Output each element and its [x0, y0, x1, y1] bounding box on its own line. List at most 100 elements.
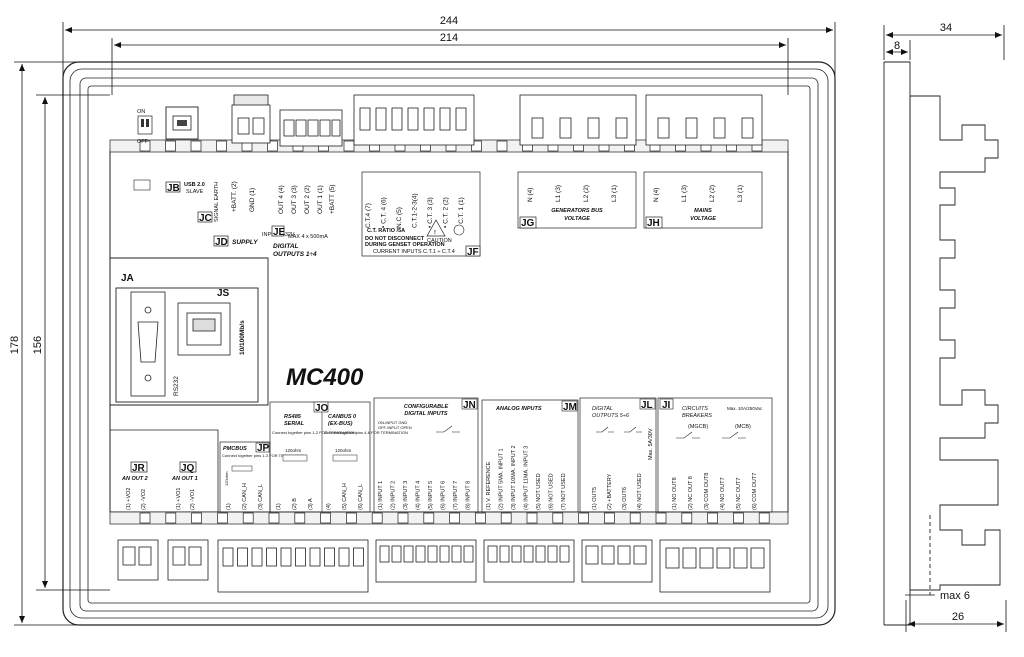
ji-title-2: BREAKERS — [682, 413, 712, 419]
block-je: OUT 4 (4) OUT 3 (3) OUT 2 (2) OUT 1 (1) … — [271, 184, 336, 258]
ct-terminal-label: • C.T. 4 (6) — [381, 197, 388, 228]
je-title: DIGITAL — [273, 243, 299, 250]
jn-terminal-label: (1) INPUT 1 — [378, 481, 384, 510]
ct-terminal-label: • C.T. 3 (3) — [427, 197, 434, 228]
header-pin — [216, 140, 227, 152]
ct-terminal-label: • C.T. 1 (1) — [458, 197, 465, 228]
jn-note-1: ON-INPUT GND — [378, 420, 407, 425]
label-jf: JF — [467, 247, 479, 258]
label-jc: JC — [199, 213, 212, 224]
bottom-pin — [716, 547, 731, 569]
jr-term-1: (1) +VO2 — [126, 488, 132, 510]
header-pin — [165, 512, 177, 524]
ct-terminal-label: N.C (5) — [396, 207, 403, 228]
label-ja: JA — [121, 273, 134, 284]
dim-overall-height: 178 — [9, 336, 21, 354]
usb-port — [165, 106, 199, 140]
mains-pin — [657, 117, 670, 139]
dip-off-label: OFF — [137, 139, 149, 145]
ji-mcb: (MCB) — [735, 424, 751, 430]
jn-title-1: CONFIGURABLE — [404, 404, 449, 410]
dimension-lines — [14, 22, 1007, 632]
jo-right-title-1: CANBUS 0 — [328, 414, 356, 420]
power-term-1: +BATT. (2) — [231, 181, 238, 212]
ct-terminal-label: • C.T. 2 (2) — [443, 197, 450, 228]
ji-rating: Max. 10A/250Vac — [727, 406, 763, 411]
je-out-5: +BATT (5) — [329, 184, 336, 214]
je-out-1: OUT 4 (4) — [278, 185, 285, 214]
front-bezel — [62, 61, 836, 626]
gen-terminal-label: L3 (1) — [611, 185, 618, 202]
bottom-pin — [391, 545, 402, 563]
header-pin — [346, 512, 357, 524]
mains-pin — [685, 117, 698, 139]
bottom-pin — [415, 545, 426, 563]
bottom-pin — [733, 547, 748, 569]
jo-right-note: Connect together pins 4-6 FOR TERMINATIO… — [324, 430, 408, 435]
block-jp: PMCBUS JP Connect together pins 1-3 FOR … — [219, 441, 306, 513]
ct-pin — [359, 107, 371, 131]
header-pin — [267, 140, 278, 152]
jo-right-term-2: (5) CAN_H — [342, 483, 348, 510]
jm-terminal-label: (5) NOT USED — [536, 473, 542, 510]
block-jq: JQ AN OUT 1 (1) +VO1 (2) -VO1 — [171, 461, 198, 510]
je-out-3: OUT 2 (2) — [304, 185, 311, 214]
header-pin — [242, 512, 254, 524]
mains-terminal-label: N (4) — [653, 188, 660, 202]
jh-label-1: MAINS — [694, 208, 712, 214]
header-pin — [629, 512, 641, 524]
jb-slave: SLAVE — [186, 189, 204, 195]
header-pin — [526, 512, 538, 524]
block-jr: JR AN OUT 2 (1) +VO2 (2) -VO2 — [121, 461, 148, 510]
label-jh: JH — [647, 218, 660, 229]
header-pin — [471, 140, 482, 152]
bottom-pin — [547, 545, 558, 563]
bottom-pin — [463, 545, 474, 563]
ethernet-port — [177, 302, 231, 356]
jl-terminal-label: (2) +BATTERY — [607, 473, 613, 510]
ct-pin — [455, 107, 467, 131]
header-pin — [681, 512, 693, 524]
jp-term-3: (3) CAN_L — [258, 484, 264, 510]
gen-bus-connector — [519, 94, 637, 146]
bottom-pin — [309, 547, 321, 567]
jb-usb: USB 2.0 — [184, 182, 205, 188]
dim-inner-height: 156 — [32, 336, 44, 354]
ji-mgcb: (MGCB) — [688, 424, 708, 430]
bottom-pin — [353, 547, 364, 567]
je-out-4: OUT 1 (1) — [317, 185, 324, 214]
bottom-pin — [499, 545, 510, 563]
gen-terminal-label: L1 (3) — [555, 185, 562, 202]
jn-terminal-label: (3) INPUT 3 — [403, 481, 409, 510]
jl-terminal-label: (3) OUT6 — [622, 487, 628, 510]
bottom-pin-header — [109, 511, 789, 525]
jm-terminal-label: (7) NOT USED — [561, 473, 567, 510]
mains-terminal-label: L1 (3) — [681, 185, 688, 202]
jn-note-2: OFF-INPUT OPEN — [378, 425, 412, 430]
header-pin — [343, 140, 355, 152]
jl-terminal-label: (1) OUT5 — [592, 487, 598, 510]
label-jp: JP — [257, 443, 270, 454]
jo-left-resistor: 120ohm — [285, 448, 302, 453]
bottom-left-region — [110, 429, 219, 512]
jo-left-term-2: (2) B — [292, 498, 298, 510]
jo-left-term-3: (3) A — [308, 498, 314, 510]
ji-terminal-label: (5) NC OUT7 — [736, 478, 742, 510]
mains-connector — [645, 94, 763, 146]
ji-terminal-label: (6) COM OUT7 — [752, 473, 758, 510]
je-max: MAX 4 x 500mA — [288, 234, 328, 240]
header-pin — [190, 140, 202, 152]
bottom-pin — [511, 545, 522, 563]
label-js: JS — [217, 288, 230, 299]
jg-label-1: GENERATORS BUS — [551, 208, 603, 214]
block-ji: JI CIRCUITS BREAKERS Max. 10A/250Vac (MG… — [657, 397, 773, 513]
block-jf: C.T.4 (7)• C.T. 4 (6)N.C (5)C.T.1-2-3(4)… — [361, 171, 481, 258]
bottom-pin — [451, 545, 462, 563]
jo-left-note: Connect together pins 1-2 FOR TERMINATIO… — [272, 430, 356, 435]
bottom-pin — [665, 547, 680, 569]
jp-term-2: (2) CAN_H — [242, 483, 248, 510]
jm-terminal-label: (1) V. REFERENCE — [486, 461, 492, 510]
ji-terminal-label: (4) NO OUT7 — [720, 477, 726, 510]
jf-caution: CAUTION — [427, 238, 452, 244]
